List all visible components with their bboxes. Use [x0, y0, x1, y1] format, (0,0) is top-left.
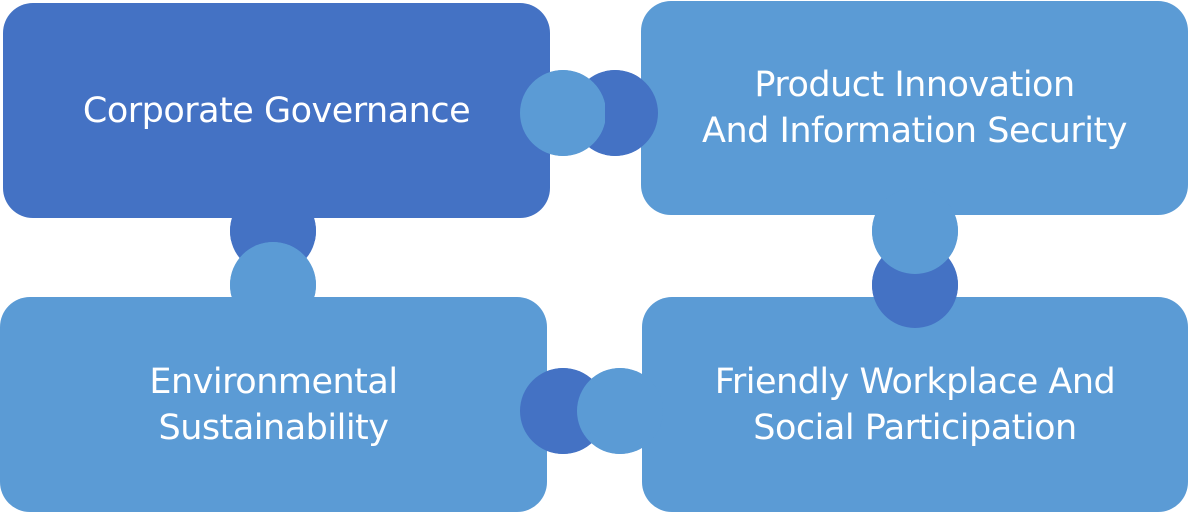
connector-overlay-bottom-light — [577, 368, 663, 454]
block-label-friendly-workplace: Friendly Workplace And Social Participat… — [714, 361, 1116, 448]
block-friendly-workplace: Friendly Workplace And Social Participat… — [642, 297, 1188, 512]
connector-overlay-right-light — [872, 188, 958, 274]
block-label-product-innovation: Product Innovation And Information Secur… — [702, 65, 1127, 151]
block-label-environmental-sustainability: Environmental Sustainability — [149, 361, 398, 448]
block-label-corporate-governance: Corporate Governance — [82, 90, 471, 131]
block-product-innovation: Product Innovation And Information Secur… — [641, 1, 1188, 215]
connector-overlay-left-dark — [230, 218, 316, 241]
block-environmental-sustainability: Environmental Sustainability — [0, 297, 547, 512]
block-corporate-governance: Corporate Governance — [3, 3, 550, 218]
connector-overlay-top — [520, 70, 606, 156]
